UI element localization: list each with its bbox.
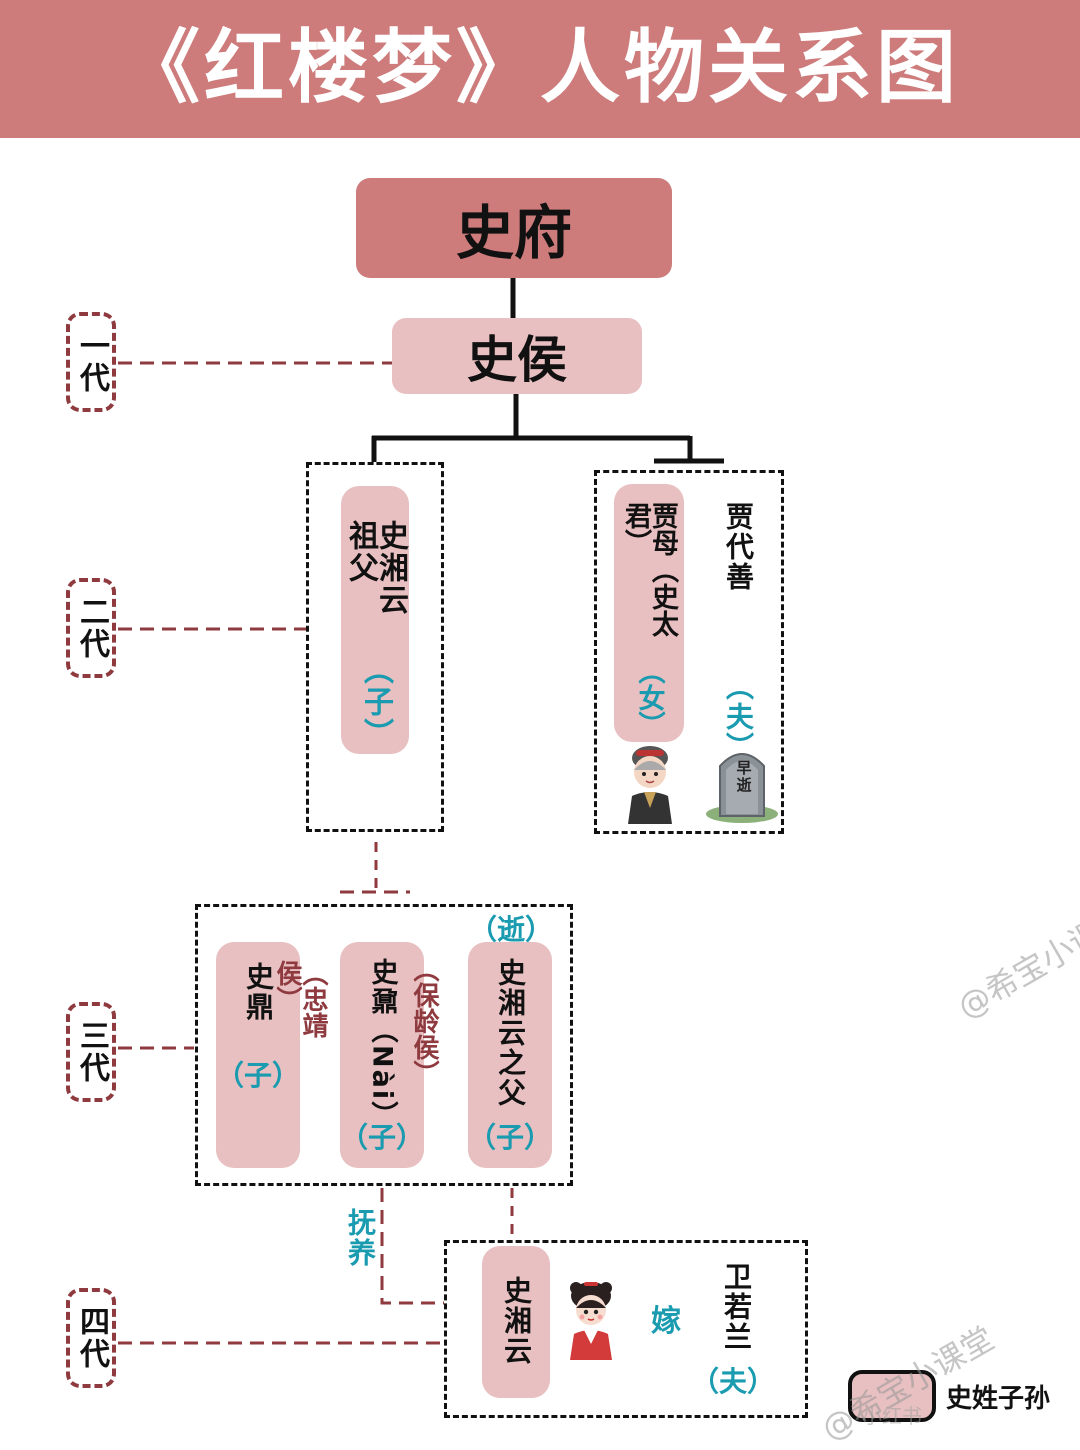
gen3-member-3-name: 史湘云之父 xyxy=(494,958,527,1108)
gen3-member-2-name: 史鼐（Nài） xyxy=(366,958,398,1131)
gen4-pill xyxy=(482,1246,550,1398)
gen4-main-name: 史湘云 xyxy=(500,1276,533,1366)
legend-label: 史姓子孙 xyxy=(946,1384,1051,1414)
gen3-member-2-title: （保龄侯） xyxy=(409,956,439,1086)
title-banner xyxy=(0,0,1080,138)
tombstone-text: 早逝 xyxy=(734,760,753,794)
shi-xiangyun-avatar-icon xyxy=(570,1282,612,1360)
foster-label: 抚养 xyxy=(344,1208,377,1268)
gen2-spouse-text: 贾代善 xyxy=(708,502,768,602)
gen2-left-role: （子） xyxy=(358,654,393,750)
gen-label-1-text: 一代 xyxy=(74,330,109,394)
gen4-box xyxy=(444,1240,808,1418)
foster-label-wrap: 抚养 xyxy=(340,1208,380,1272)
gen4-spouse-wrap: 卫若兰 xyxy=(706,1262,766,1362)
gen3-member-2-role-wrap: （子） xyxy=(340,1116,425,1154)
gen2-right-main-name: 贾母（史太君） xyxy=(620,502,678,637)
gen3-member-2-name-wrap: 史鼐（Nài） xyxy=(354,958,410,1131)
gen2-left-text: 史湘云祖父 （子） xyxy=(341,520,409,750)
gen3-member-1-role: （子） xyxy=(216,1059,301,1092)
gen3-box xyxy=(195,904,573,1186)
gen3-member-1-role-wrap: （子） xyxy=(216,1054,300,1092)
gen2-right-main-role: （女） xyxy=(633,657,665,738)
root-node: 史府 xyxy=(356,178,672,278)
gen3-pill-2 xyxy=(340,942,424,1168)
gen4-spouse-role: （夫） xyxy=(690,1365,775,1398)
page-title: 《红楼梦》人物关系图 xyxy=(120,21,960,114)
gen3-member-1-name-wrap: 史鼎 xyxy=(230,962,286,1022)
gen4-spouse-name: 卫若兰 xyxy=(720,1262,753,1352)
gen2-left-name: 史湘云祖父 xyxy=(343,520,408,616)
gen3-pill-1 xyxy=(216,942,300,1168)
relation-label: 嫁 xyxy=(651,1304,681,1339)
gen2-right-pill xyxy=(614,484,684,742)
grandmother-avatar-icon xyxy=(628,746,672,824)
gen2-spouse-name: 贾代善 xyxy=(722,502,755,592)
gen3-member-1-title: （忠靖侯） xyxy=(272,960,328,1038)
gen2-left-pill xyxy=(341,486,409,754)
gen2-right-box xyxy=(594,470,784,834)
gen-label-4-text: 四代 xyxy=(74,1306,109,1370)
gen4-spouse-role-wrap: （夫） xyxy=(688,1360,778,1398)
line-foster xyxy=(380,1188,444,1305)
gen-label-3-text: 三代 xyxy=(74,1020,109,1084)
gen2-left-box xyxy=(306,462,444,832)
gen2-spouse-role: （夫） xyxy=(722,672,755,762)
gen3-member-2-title-wrap: （保龄侯） xyxy=(406,956,442,1086)
watermark-3: 小红书 xyxy=(862,1404,922,1428)
tombstone-icon xyxy=(706,753,778,823)
gen3-member-1-title-wrap: （忠靖侯） xyxy=(272,960,328,1076)
gen1-node: 史侯 xyxy=(392,318,642,394)
legend-swatch xyxy=(848,1370,936,1422)
gen3-member-2-role: （子） xyxy=(340,1121,425,1154)
gen3-member-3-role: （子） xyxy=(468,1121,553,1154)
gen-label-2-text: 二代 xyxy=(74,596,109,660)
gen3-member-3-note-wrap: （逝） xyxy=(466,908,556,946)
tombstone-text-wrap: 早逝 xyxy=(728,760,758,800)
gen-label-4: 四代 xyxy=(66,1288,116,1388)
gen3-pill-3 xyxy=(468,942,552,1168)
gen2-right-main-text: 贾母（史太君） （女） xyxy=(614,502,684,738)
gen-label-1: 一代 xyxy=(66,312,116,412)
gen3-member-3-note: （逝） xyxy=(468,913,553,946)
relation-wrap: 嫁 xyxy=(640,1296,692,1339)
gen4-main-wrap: 史湘云 xyxy=(482,1276,550,1376)
gen3-member-3-role-wrap: （子） xyxy=(468,1116,553,1154)
gen3-member-3-name-wrap: 史湘云之父 xyxy=(482,958,538,1108)
gen2-spouse-role-wrap: （夫） xyxy=(708,672,768,762)
gen-label-2: 二代 xyxy=(66,578,116,678)
gen-label-3: 三代 xyxy=(66,1002,116,1102)
gen3-member-1-name: 史鼎 xyxy=(242,962,275,1022)
